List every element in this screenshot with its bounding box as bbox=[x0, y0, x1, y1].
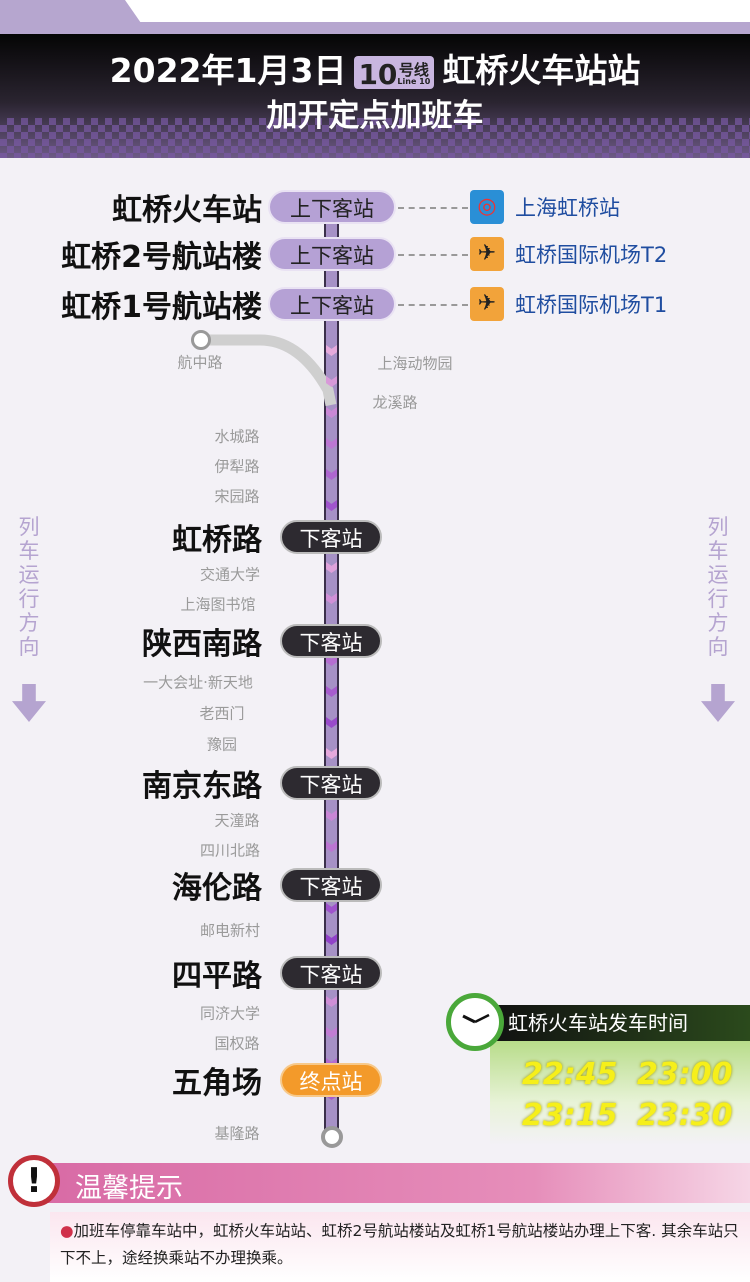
transfer-connector bbox=[398, 304, 468, 306]
departure-time: 22:45 bbox=[522, 1057, 618, 1092]
chevron-down-icon bbox=[326, 469, 337, 480]
chevron-down-icon bbox=[326, 686, 337, 697]
departure-time: 23:30 bbox=[637, 1098, 733, 1133]
station-name: 陕西南路 bbox=[142, 627, 262, 662]
station-badge: 下客站 bbox=[280, 766, 382, 800]
minor-station-name: 交通大学 bbox=[199, 565, 261, 584]
minor-station-name: 航中路 bbox=[177, 353, 223, 372]
line-en: Line 10 bbox=[397, 77, 431, 86]
chevron-down-icon bbox=[326, 934, 337, 945]
minor-station-name: 基隆路 bbox=[214, 1124, 260, 1143]
station-badge: 上下客站 bbox=[268, 190, 396, 224]
transfer-name: 虹桥国际机场T1 bbox=[515, 293, 668, 317]
minor-station-name: 老西门 bbox=[199, 704, 245, 723]
chevron-down-icon bbox=[326, 345, 337, 356]
top-tab bbox=[0, 0, 150, 36]
clock-icon bbox=[446, 993, 504, 1051]
station-badge: 下客站 bbox=[280, 956, 382, 990]
transfer-connector bbox=[398, 254, 468, 256]
minor-station-name: 一大会址·新天地 bbox=[143, 673, 253, 692]
departure-time: 23:15 bbox=[522, 1098, 618, 1133]
station-badge: 下客站 bbox=[280, 868, 382, 902]
minor-station-name: 水城路 bbox=[214, 427, 260, 446]
minor-station-name: 上海图书馆 bbox=[180, 595, 256, 614]
tips-title: 温馨提示 bbox=[75, 1173, 183, 1204]
title-subtitle: 加开定点加班车 bbox=[266, 98, 484, 134]
tips-text: 加班车停靠车站中，虹桥火车站站、虹桥2号航站楼站及虹桥1号航站楼站办理上下客. … bbox=[60, 1222, 739, 1267]
line-cn: 号线 bbox=[398, 61, 429, 79]
title-station: 虹桥火车站站 bbox=[442, 51, 641, 90]
direction-label-right: 列车运行方向 bbox=[707, 515, 729, 659]
minor-station-name: 豫园 bbox=[206, 735, 238, 754]
down-arrow-icon bbox=[701, 684, 735, 722]
down-arrow-icon bbox=[12, 684, 46, 722]
transfer-name: 虹桥国际机场T2 bbox=[515, 243, 668, 267]
chevron-down-icon bbox=[326, 500, 337, 511]
chevron-down-icon bbox=[326, 1027, 337, 1038]
departure-time: 23:00 bbox=[637, 1057, 733, 1092]
station-badge: 终点站 bbox=[280, 1063, 382, 1097]
airplane-icon: ✈ bbox=[470, 287, 504, 321]
minor-station-name: 上海动物园 bbox=[377, 354, 453, 373]
minor-station-name: 伊犁路 bbox=[214, 457, 260, 476]
minor-station-name: 同济大学 bbox=[199, 1004, 261, 1023]
exclamation-icon: ! bbox=[8, 1155, 60, 1207]
airplane-icon: ✈ bbox=[470, 237, 504, 271]
title-date: 2022年1月3日 bbox=[109, 51, 347, 90]
station-name: 虹桥1号航站楼 bbox=[61, 290, 262, 325]
direction-label-left: 列车运行方向 bbox=[18, 515, 40, 659]
hangzhong-road-terminal-circle bbox=[191, 330, 211, 350]
branch-track bbox=[205, 334, 337, 407]
minor-station-name: 天潼路 bbox=[214, 811, 260, 830]
chevron-down-icon bbox=[326, 841, 337, 852]
chevron-down-icon bbox=[326, 593, 337, 604]
transfer-name: 上海虹桥站 bbox=[515, 196, 620, 220]
railway-icon: ◎ bbox=[470, 190, 504, 224]
station-name: 四平路 bbox=[172, 959, 262, 994]
station-badge: 上下客站 bbox=[268, 287, 396, 321]
station-name: 虹桥2号航站楼 bbox=[61, 240, 262, 275]
minor-station-name: 四川北路 bbox=[199, 841, 261, 860]
chevron-down-icon bbox=[326, 717, 337, 728]
station-name: 虹桥路 bbox=[172, 523, 262, 558]
station-name: 虹桥火车站 bbox=[112, 193, 262, 228]
line-number: 10 bbox=[358, 58, 398, 91]
station-badge: 下客站 bbox=[280, 520, 382, 554]
chevron-down-icon bbox=[326, 407, 337, 418]
minor-station-name: 邮电新村 bbox=[199, 921, 261, 940]
minor-station-name: 龙溪路 bbox=[372, 393, 418, 412]
chevron-down-icon bbox=[326, 996, 337, 1007]
chevron-down-icon bbox=[326, 748, 337, 759]
chevron-down-icon bbox=[326, 903, 337, 914]
top-strip bbox=[0, 22, 750, 36]
line-end-circle bbox=[321, 1126, 343, 1148]
station-badge: 下客站 bbox=[280, 624, 382, 658]
station-badge: 上下客站 bbox=[268, 237, 396, 271]
minor-station-name: 国权路 bbox=[214, 1034, 260, 1053]
chevron-down-icon bbox=[326, 438, 337, 449]
chevron-down-icon bbox=[326, 562, 337, 573]
bullet-icon: ● bbox=[60, 1222, 74, 1240]
chevron-down-icon bbox=[326, 655, 337, 666]
checker-pattern bbox=[0, 118, 750, 158]
transfer-connector bbox=[398, 207, 468, 209]
station-name: 海伦路 bbox=[172, 871, 262, 906]
station-name: 南京东路 bbox=[142, 769, 262, 804]
tips-bar bbox=[30, 1163, 750, 1203]
departure-title: 虹桥火车站发车时间 bbox=[490, 1005, 750, 1041]
station-name: 五角场 bbox=[172, 1066, 262, 1101]
chevron-down-icon bbox=[326, 810, 337, 821]
minor-station-name: 宋园路 bbox=[214, 487, 260, 506]
chevron-down-icon bbox=[326, 376, 337, 387]
tips-body: ●加班车停靠车站中，虹桥火车站站、虹桥2号航站楼站及虹桥1号航站楼站办理上下客.… bbox=[50, 1212, 750, 1282]
